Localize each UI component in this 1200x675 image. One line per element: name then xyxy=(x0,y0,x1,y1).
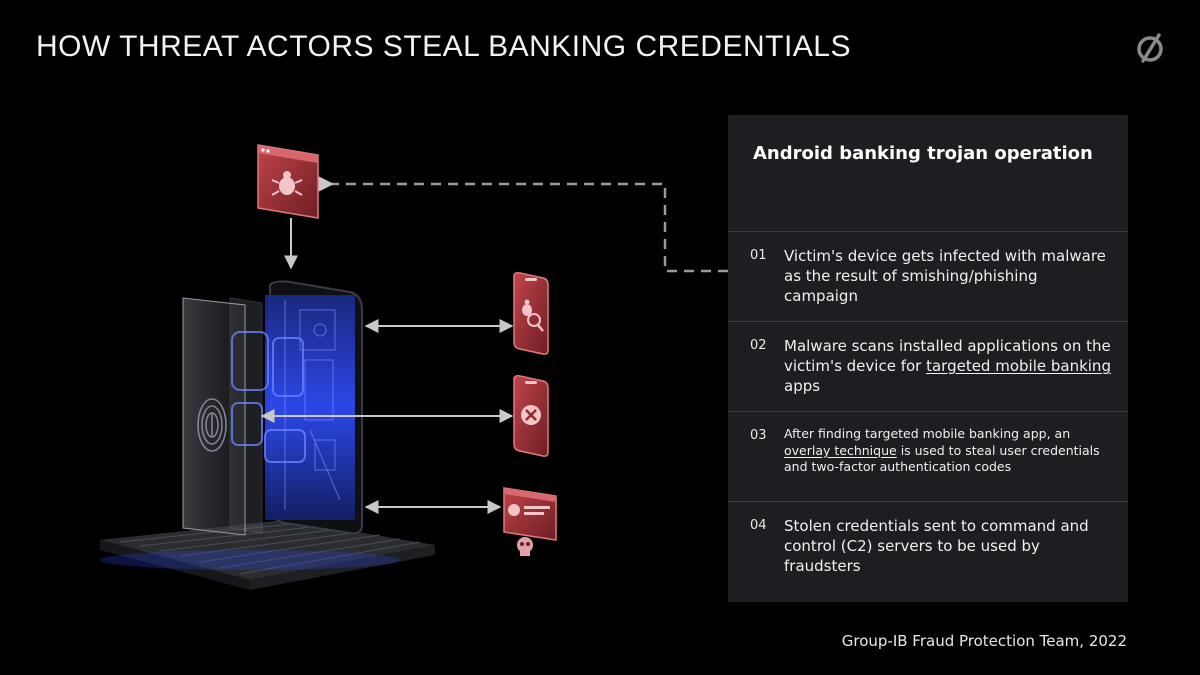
bug-browser-window-icon xyxy=(257,144,319,219)
step-01: 01 Victim's device gets infected with ma… xyxy=(728,232,1128,322)
step-text-part: is used to steal user credentials and tw… xyxy=(784,442,1100,475)
step-text: Malware scans installed applications on … xyxy=(784,336,1112,396)
step-text: Stolen credentials sent to command and c… xyxy=(784,516,1112,576)
panel-title: Android banking trojan operation xyxy=(753,143,1093,164)
trojan-operation-panel: Android banking trojan operation 01 Vict… xyxy=(728,115,1128,602)
step-number: 04 xyxy=(750,518,767,533)
step-number: 03 xyxy=(750,428,767,443)
step-02: 02 Malware scans installed applications … xyxy=(728,322,1128,412)
step-text-part: Malware scans installed applications on … xyxy=(784,337,1111,375)
footer-credit: Group-IB Fraud Protection Team, 2022 xyxy=(841,632,1127,650)
panel-header: Android banking trojan operation xyxy=(728,115,1128,232)
targeted-banking-link[interactable]: targeted mobile banking xyxy=(926,357,1111,375)
overlay-technique-link[interactable]: overlay technique xyxy=(784,442,897,458)
fingerprint-icon xyxy=(197,398,227,452)
device-platform xyxy=(100,520,435,590)
credential-card-skull-icon xyxy=(503,487,557,556)
step-text-part: Victim's device gets infected with malwa… xyxy=(784,247,1106,305)
step-number: 01 xyxy=(750,248,767,263)
infection-dashed-connector xyxy=(314,174,728,273)
step-03: 03 After finding targeted mobile banking… xyxy=(728,412,1128,502)
step-text: After finding targeted mobile banking ap… xyxy=(784,426,1112,476)
step-text-part: After finding targeted mobile banking ap… xyxy=(784,426,1071,441)
phone-bug-scan-icon xyxy=(513,272,549,355)
step-text-part: Stolen credentials sent to command and c… xyxy=(784,517,1089,575)
overlay-glass-layers xyxy=(182,297,306,536)
attack-flow-diagram xyxy=(100,144,728,590)
phone-cross-icon xyxy=(513,375,549,457)
step-04: 04 Stolen credentials sent to command an… xyxy=(728,502,1128,592)
page-title: HOW THREAT ACTORS STEAL BANKING CREDENTI… xyxy=(36,30,851,63)
group-ib-logo-icon xyxy=(1137,33,1163,63)
smartphone-device xyxy=(265,280,363,535)
step-number: 02 xyxy=(750,338,767,353)
step-text-part: apps xyxy=(784,377,821,395)
step-text: Victim's device gets infected with malwa… xyxy=(784,246,1112,306)
